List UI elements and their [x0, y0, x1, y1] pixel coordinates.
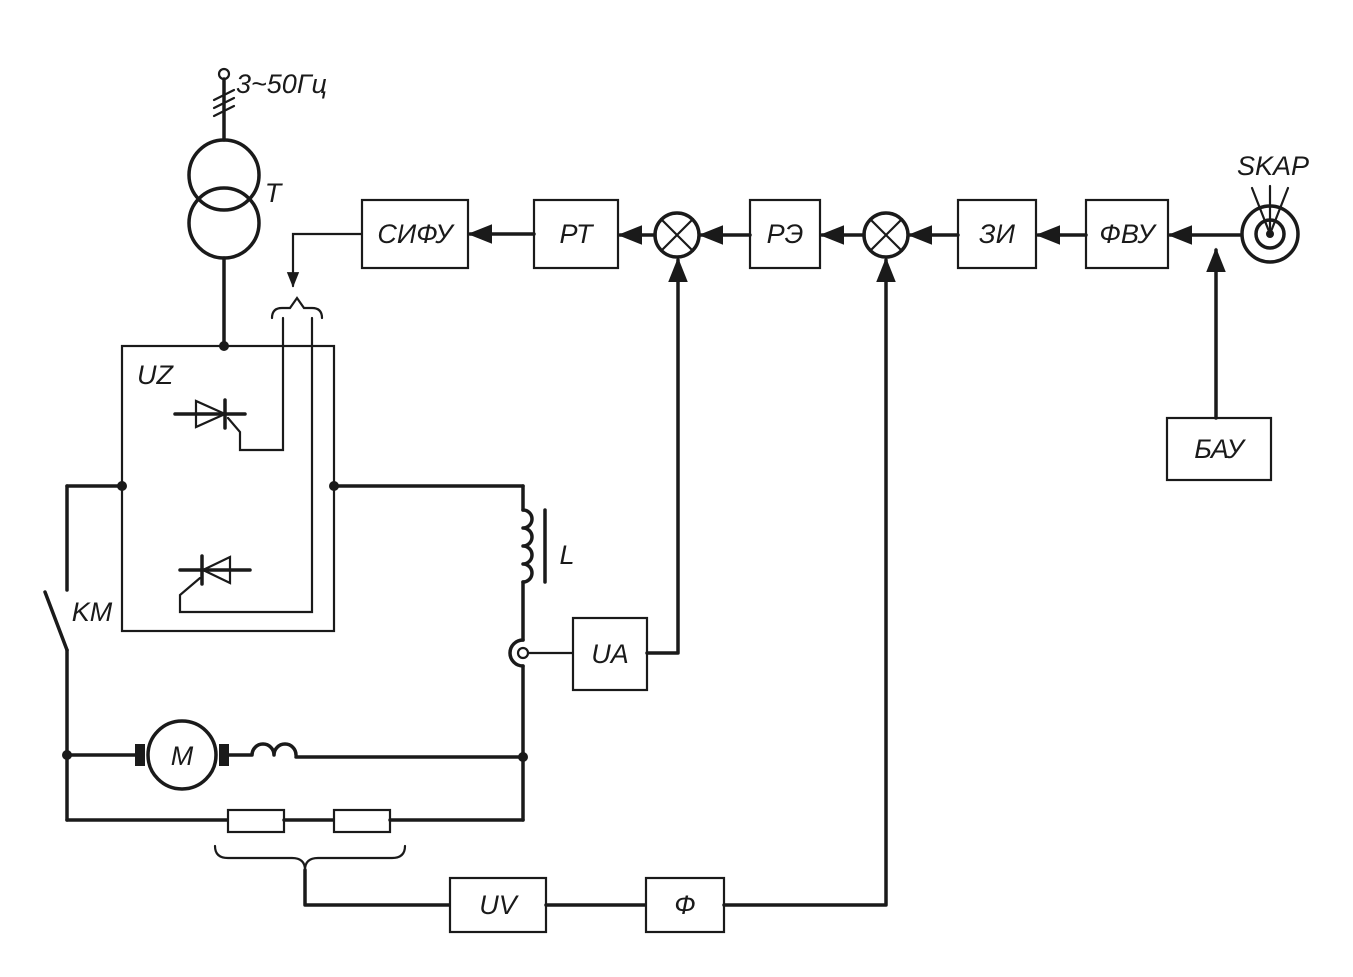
choke-coil-icon	[521, 508, 534, 584]
block-re-label: РЭ	[767, 219, 804, 249]
block-zi-label: ЗИ	[979, 219, 1016, 249]
choke-label: L	[559, 540, 574, 570]
block-fvu-label: ФВУ	[1099, 219, 1157, 249]
selector-label: SKAP	[1237, 151, 1309, 181]
selector-switch-icon	[1240, 184, 1300, 264]
block-ua	[571, 616, 649, 692]
thyristor-upper-icon	[173, 316, 285, 452]
sifu-to-gate-arrow	[286, 232, 364, 288]
block-sifu	[360, 198, 470, 270]
contactor-label: KM	[72, 597, 113, 627]
block-rt-label: РТ	[560, 219, 595, 249]
block-uv-label: UV	[479, 890, 519, 920]
block-re	[748, 198, 822, 270]
thyristor-lower-icon	[178, 316, 314, 614]
converter-label: UZ	[137, 360, 174, 390]
block-ua-label: UA	[591, 639, 629, 669]
gate-brace	[270, 296, 324, 320]
resistor-1	[226, 808, 286, 834]
block-uv	[448, 876, 548, 934]
contactor-km	[43, 590, 69, 652]
motor-icon	[146, 719, 218, 791]
supply-terminal	[212, 67, 236, 142]
resistor-2	[332, 808, 392, 834]
block-bau	[1165, 416, 1273, 482]
block-sifu-label: СИФУ	[377, 219, 455, 249]
transformer-label: T	[265, 178, 284, 208]
current-sensor-icon	[508, 638, 525, 668]
block-zi	[956, 198, 1038, 270]
field-winding-icon	[227, 742, 298, 757]
supply-label: 3~50Гц	[236, 69, 327, 99]
voltage-pickup-brace	[213, 844, 407, 871]
block-bau-label: БАУ	[1194, 434, 1246, 464]
block-f-label: Ф	[674, 890, 695, 920]
transformer-symbol	[187, 138, 261, 348]
motor-label: M	[171, 741, 194, 771]
